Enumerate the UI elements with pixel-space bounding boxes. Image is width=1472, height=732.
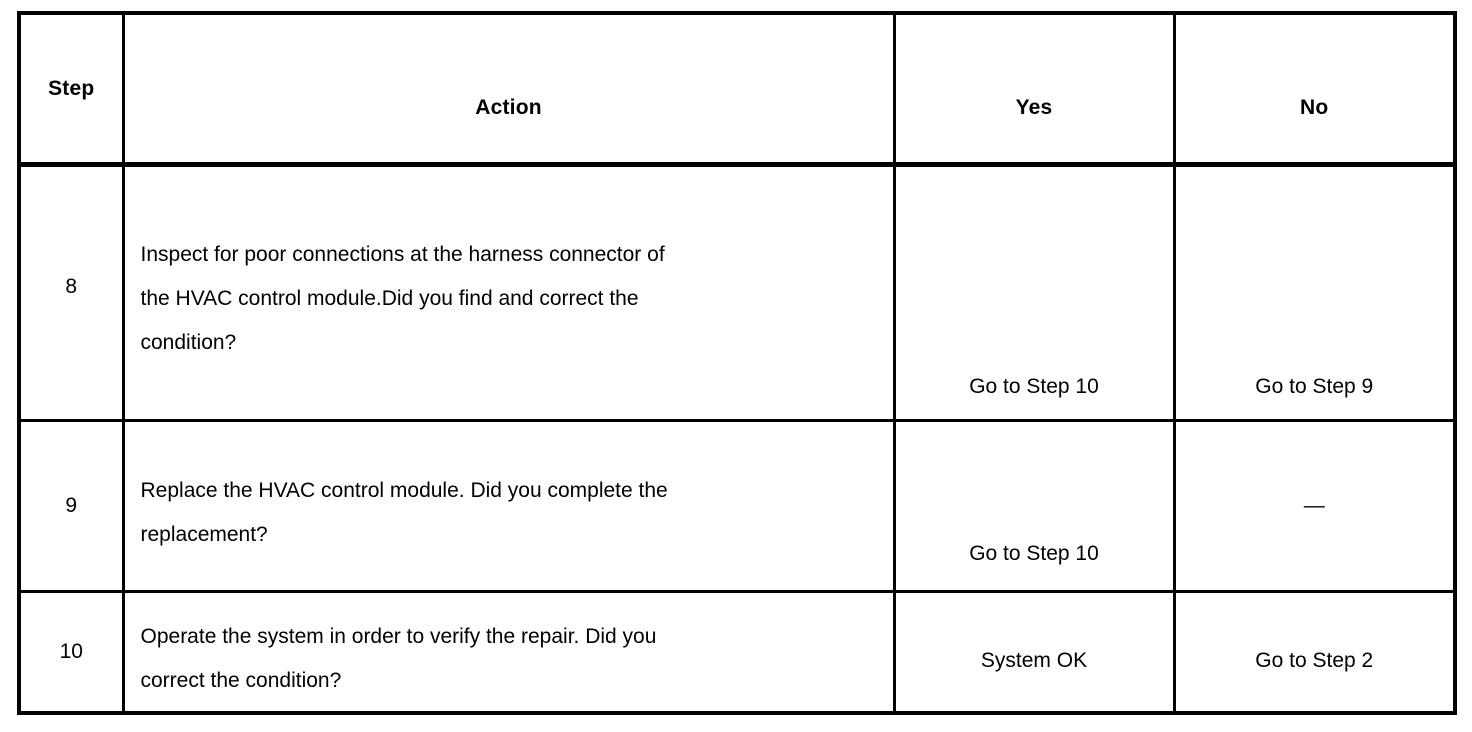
table-row: 8 Inspect for poor connections at the ha… [17, 163, 1457, 422]
column-header-yes: Yes [892, 11, 1176, 167]
column-header-no-label: No [1300, 95, 1329, 119]
step-number: 10 [59, 640, 83, 663]
no-branch-cell: Go to Step 2 [1172, 590, 1457, 715]
yes-branch-cell: Go to Step 10 [892, 419, 1176, 593]
yes-branch-cell: Go to Step 10 [892, 163, 1176, 422]
yes-branch-cell: System OK [892, 590, 1176, 715]
column-header-no: No [1172, 11, 1457, 167]
action-text: Operate the system in order to verify th… [140, 625, 657, 692]
step-number: 9 [65, 494, 78, 517]
step-number: 8 [65, 275, 78, 298]
yes-branch-text: System OK [980, 649, 1088, 672]
no-branch-text: Go to Step 2 [1255, 649, 1374, 672]
no-branch-cell: Go to Step 9 [1172, 163, 1457, 422]
no-branch-text: — [1303, 494, 1325, 517]
action-cell: Replace the HVAC control module. Did you… [121, 419, 896, 593]
yes-branch-text: Go to Step 10 [969, 375, 1099, 398]
diagnostic-step-table: Step Action Yes No 8 Inspect for po [17, 11, 1457, 715]
action-cell: Operate the system in order to verify th… [121, 590, 896, 715]
step-number-cell: 10 [17, 590, 125, 715]
column-header-action-label: Action [475, 95, 542, 119]
action-cell: Inspect for poor connections at the harn… [121, 163, 896, 422]
column-header-action: Action [121, 11, 896, 167]
step-number-cell: 9 [17, 419, 125, 593]
column-header-yes-label: Yes [1015, 95, 1053, 119]
no-branch-cell: — [1172, 419, 1457, 593]
table-row: 9 Replace the HVAC control module. Did y… [17, 419, 1457, 593]
table-row: 10 Operate the system in order to verify… [17, 590, 1457, 715]
no-branch-text: Go to Step 9 [1255, 375, 1374, 398]
action-text: Inspect for poor connections at the harn… [140, 242, 665, 354]
action-text: Replace the HVAC control module. Did you… [140, 479, 668, 546]
table-header-row: Step Action Yes No [17, 11, 1457, 167]
column-header-step-label: Step [48, 76, 95, 100]
column-header-step: Step [17, 11, 125, 167]
step-number-cell: 8 [17, 163, 125, 422]
yes-branch-text: Go to Step 10 [969, 542, 1099, 565]
